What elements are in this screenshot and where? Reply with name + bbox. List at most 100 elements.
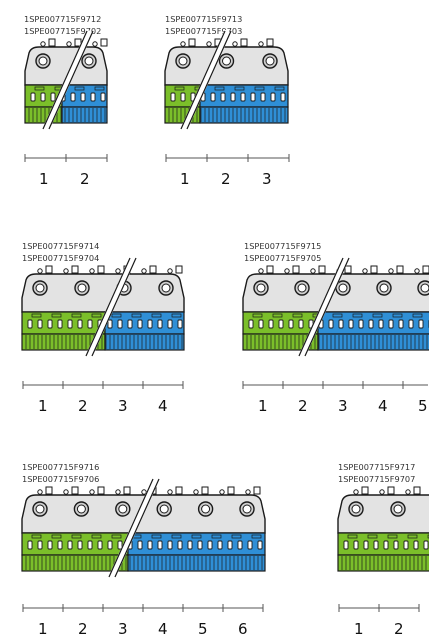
wire-slot [270,92,276,102]
top-nub [92,41,98,47]
product-code: 1SPE007715F9716 [22,462,99,472]
wire-slot [157,540,163,550]
top-nub [175,486,183,495]
top-nub [63,268,69,274]
top-nub [227,486,235,495]
marker [252,313,263,318]
wire-slot [408,319,414,329]
wire-slot [177,319,183,329]
screw-terminal-icon [351,504,361,514]
screw-terminal-icon [161,283,171,293]
product-code: 1SPE007715F9706 [22,474,99,484]
screw-terminal-icon [77,283,87,293]
wire-slot [37,319,43,329]
blue-skirt [104,333,185,351]
top-nub [387,486,395,495]
product-code: 1SPE007715F9704 [22,253,99,263]
product-code: 1SPE007715F9715 [244,241,321,251]
wire-slot [423,540,429,550]
position-number: 4 [378,397,388,415]
wire-slot [117,540,123,550]
screw-terminal-icon [256,283,266,293]
top-nub [40,41,46,47]
wire-slot [117,319,123,329]
marker [407,534,418,539]
position-number: 5 [418,397,428,415]
marker [91,534,102,539]
top-nub [37,489,43,495]
marker [251,534,262,539]
wire-slot [127,319,133,329]
top-nub [344,265,352,274]
marker [71,313,82,318]
wire-slot [77,319,83,329]
top-nub [89,268,95,274]
wire-slot [278,319,284,329]
screw-terminal-icon [242,504,252,514]
wire-slot [27,319,33,329]
wire-slot [107,540,113,550]
product-code: 1SPE007715F9702 [24,26,101,36]
diagonal-cut-mark [304,257,350,357]
wire-slot [57,319,63,329]
wire-slot [207,540,213,550]
top-nub [266,265,274,274]
product-code: 1SPE007715F9703 [165,26,242,36]
product-code: 1SPE007715F9714 [22,241,99,251]
top-nub [219,489,225,495]
top-nub [175,265,183,274]
diagonal-cut-mark [42,30,88,130]
wire-slot [37,540,43,550]
wire-slot [210,92,216,102]
top-nub [180,41,186,47]
top-nub [193,489,199,495]
marker [94,86,105,91]
wire-slot [167,540,173,550]
top-nub [48,38,56,47]
position-number: 6 [238,620,248,638]
marker [31,534,42,539]
wire-slot [87,540,93,550]
top-nub [245,489,251,495]
screw-terminal-icon [178,56,188,66]
green-skirt [337,554,429,572]
wire-slot [328,319,334,329]
top-nub [167,489,173,495]
wire-slot [268,319,274,329]
wire-slot [227,540,233,550]
top-nub [379,489,385,495]
marker [71,534,82,539]
wire-slot [258,319,264,329]
top-nub [71,486,79,495]
wire-slot [403,540,409,550]
wire-slot [383,540,389,550]
wire-slot [413,540,419,550]
marker [51,534,62,539]
wire-slot [170,92,176,102]
marker [151,313,162,318]
wire-slot [358,319,364,329]
position-number: 1 [180,170,190,188]
top-nub [413,486,421,495]
wire-slot [280,92,286,102]
marker [31,313,42,318]
marker [352,313,363,318]
wire-slot [338,319,344,329]
position-number: 3 [118,620,128,638]
position-number: 2 [298,397,308,415]
position-number: 3 [118,397,128,415]
marker [392,313,403,318]
marker [74,86,85,91]
marker [211,534,222,539]
cut-gap [180,29,232,131]
position-number: 1 [38,620,48,638]
top-nub [361,486,369,495]
wire-slot [363,540,369,550]
wire-slot [368,319,374,329]
marker [372,313,383,318]
marker [131,313,142,318]
wire-slot [167,319,173,329]
position-number: 2 [221,170,231,188]
marker [367,534,378,539]
